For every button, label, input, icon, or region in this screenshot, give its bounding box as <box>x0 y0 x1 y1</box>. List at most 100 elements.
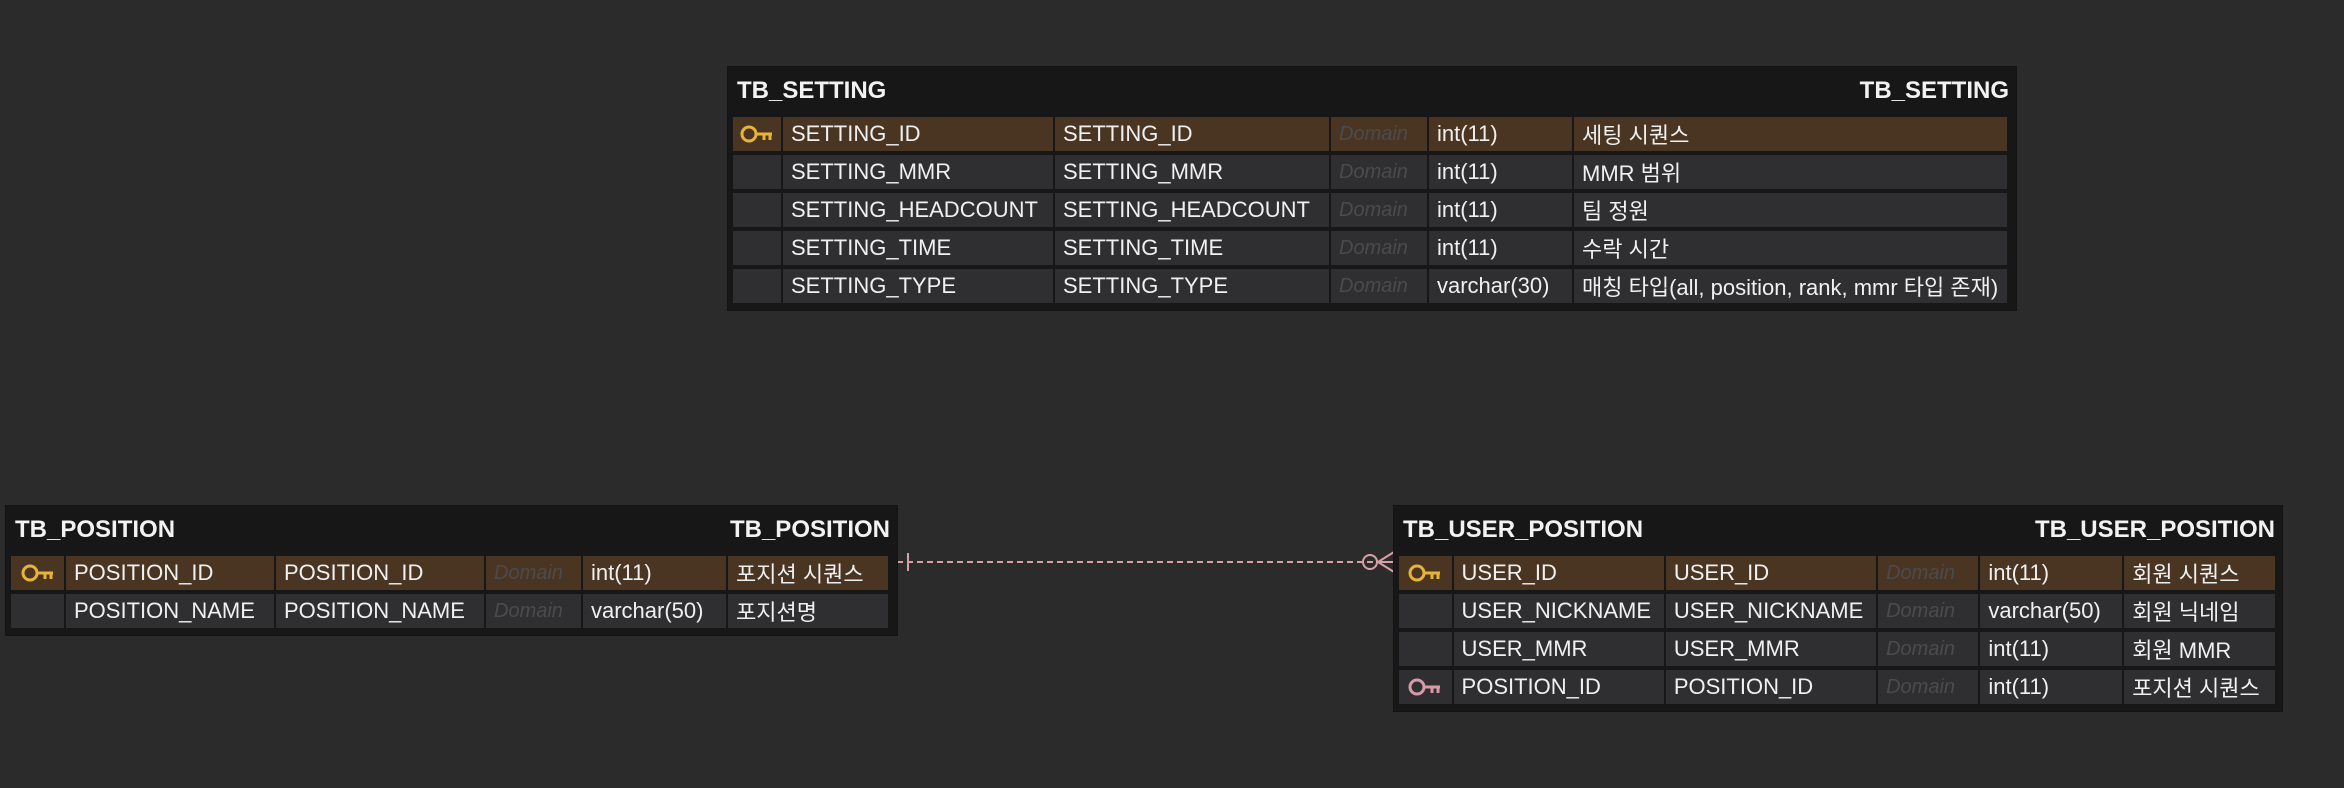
entity-physical-name: TB_SETTING <box>737 77 887 104</box>
column-domain: Domain <box>1878 594 1979 628</box>
column-logical-name: SETTING_TYPE <box>1055 269 1329 303</box>
column-physical-name: USER_ID <box>1453 556 1664 590</box>
key-cell <box>1399 632 1452 666</box>
column-comment: 팀 정원 <box>1574 193 2007 227</box>
entity-header: TB_SETTING TB_SETTING <box>733 67 2011 115</box>
primary-key-icon <box>21 564 53 582</box>
column-logical-name: POSITION_NAME <box>276 594 484 628</box>
column-physical-name: SETTING_MMR <box>783 155 1053 189</box>
entity-physical-name: TB_POSITION <box>15 516 176 543</box>
column-domain: Domain <box>1878 632 1979 666</box>
column-physical-name: USER_MMR <box>1453 632 1664 666</box>
column-comment: MMR 범위 <box>1574 155 2007 189</box>
column-comment: 수락 시간 <box>1574 231 2007 265</box>
column-physical-name: POSITION_ID <box>1453 670 1664 704</box>
column-data-type: int(11) <box>1980 670 2123 704</box>
column-physical-name: SETTING_HEADCOUNT <box>783 193 1053 227</box>
entity-tb-user-position[interactable]: TB_USER_POSITION TB_USER_POSITION USER_I… <box>1394 506 2282 711</box>
key-cell <box>1399 594 1452 628</box>
column-domain: Domain <box>1878 670 1979 704</box>
column-domain: Domain <box>486 594 581 628</box>
entity-logical-name: TB_USER_POSITION <box>2034 516 2275 543</box>
column-data-type: int(11) <box>1980 556 2123 590</box>
key-cell <box>733 231 781 265</box>
column-data-type: int(11) <box>583 556 726 590</box>
column-data-type: varchar(30) <box>1429 269 1572 303</box>
column-physical-name: POSITION_ID <box>66 556 274 590</box>
key-cell <box>733 269 781 303</box>
crowfoot-upper <box>1377 551 1395 563</box>
entity-physical-name: TB_USER_POSITION <box>1403 516 1644 543</box>
entity-header: TB_POSITION TB_POSITION <box>11 506 892 554</box>
key-cell <box>1399 556 1452 590</box>
column-logical-name: USER_MMR <box>1665 632 1877 666</box>
column-comment: 매칭 타입(all, position, rank, mmr 타입 존재) <box>1574 269 2007 303</box>
column-data-type: int(11) <box>1429 117 1572 151</box>
column-comment: 회원 MMR <box>2124 632 2275 666</box>
crowfoot-lower <box>1377 561 1395 573</box>
column-comment: 포지션 시퀀스 <box>2124 670 2275 704</box>
column-logical-name: SETTING_MMR <box>1055 155 1329 189</box>
column-physical-name: POSITION_NAME <box>66 594 274 628</box>
column-comment: 세팅 시퀀스 <box>1574 117 2007 151</box>
entity-logical-name: TB_SETTING <box>1859 77 2009 104</box>
column-domain: Domain <box>486 556 581 590</box>
primary-key-icon <box>1408 564 1441 582</box>
column-domain: Domain <box>1331 117 1427 151</box>
column-physical-name: SETTING_TIME <box>783 231 1053 265</box>
column-domain: Domain <box>1878 556 1979 590</box>
column-logical-name: SETTING_ID <box>1055 117 1329 151</box>
key-cell <box>1399 670 1452 704</box>
key-cell <box>11 594 64 628</box>
column-data-type: int(11) <box>1429 231 1572 265</box>
column-logical-name: USER_ID <box>1665 556 1877 590</box>
entity-header: TB_USER_POSITION TB_USER_POSITION <box>1399 506 2277 554</box>
column-logical-name: POSITION_ID <box>276 556 484 590</box>
column-domain: Domain <box>1331 269 1427 303</box>
column-data-type: int(11) <box>1429 193 1572 227</box>
column-domain: Domain <box>1331 193 1427 227</box>
column-domain: Domain <box>1331 155 1427 189</box>
foreign-key-icon <box>1408 678 1441 696</box>
key-cell <box>733 193 781 227</box>
column-logical-name: SETTING_HEADCOUNT <box>1055 193 1329 227</box>
column-comment: 포지션명 <box>728 594 888 628</box>
column-comment: 회원 시퀀스 <box>2124 556 2275 590</box>
column-physical-name: SETTING_TYPE <box>783 269 1053 303</box>
column-comment: 포지션 시퀀스 <box>728 556 888 590</box>
zero-cardinality-mark <box>1362 554 1378 570</box>
column-data-type: varchar(50) <box>1980 594 2123 628</box>
column-physical-name: SETTING_ID <box>783 117 1053 151</box>
column-logical-name: USER_NICKNAME <box>1665 594 1877 628</box>
key-cell <box>733 117 781 151</box>
column-logical-name: SETTING_TIME <box>1055 231 1329 265</box>
column-data-type: int(11) <box>1429 155 1572 189</box>
column-logical-name: POSITION_ID <box>1665 670 1877 704</box>
column-comment: 회원 닉네임 <box>2124 594 2275 628</box>
primary-key-icon <box>740 125 772 143</box>
key-cell <box>11 556 64 590</box>
column-physical-name: USER_NICKNAME <box>1453 594 1664 628</box>
column-data-type: varchar(50) <box>583 594 726 628</box>
column-domain: Domain <box>1331 231 1427 265</box>
entity-logical-name: TB_POSITION <box>729 516 890 543</box>
column-data-type: int(11) <box>1980 632 2123 666</box>
key-cell <box>733 155 781 189</box>
